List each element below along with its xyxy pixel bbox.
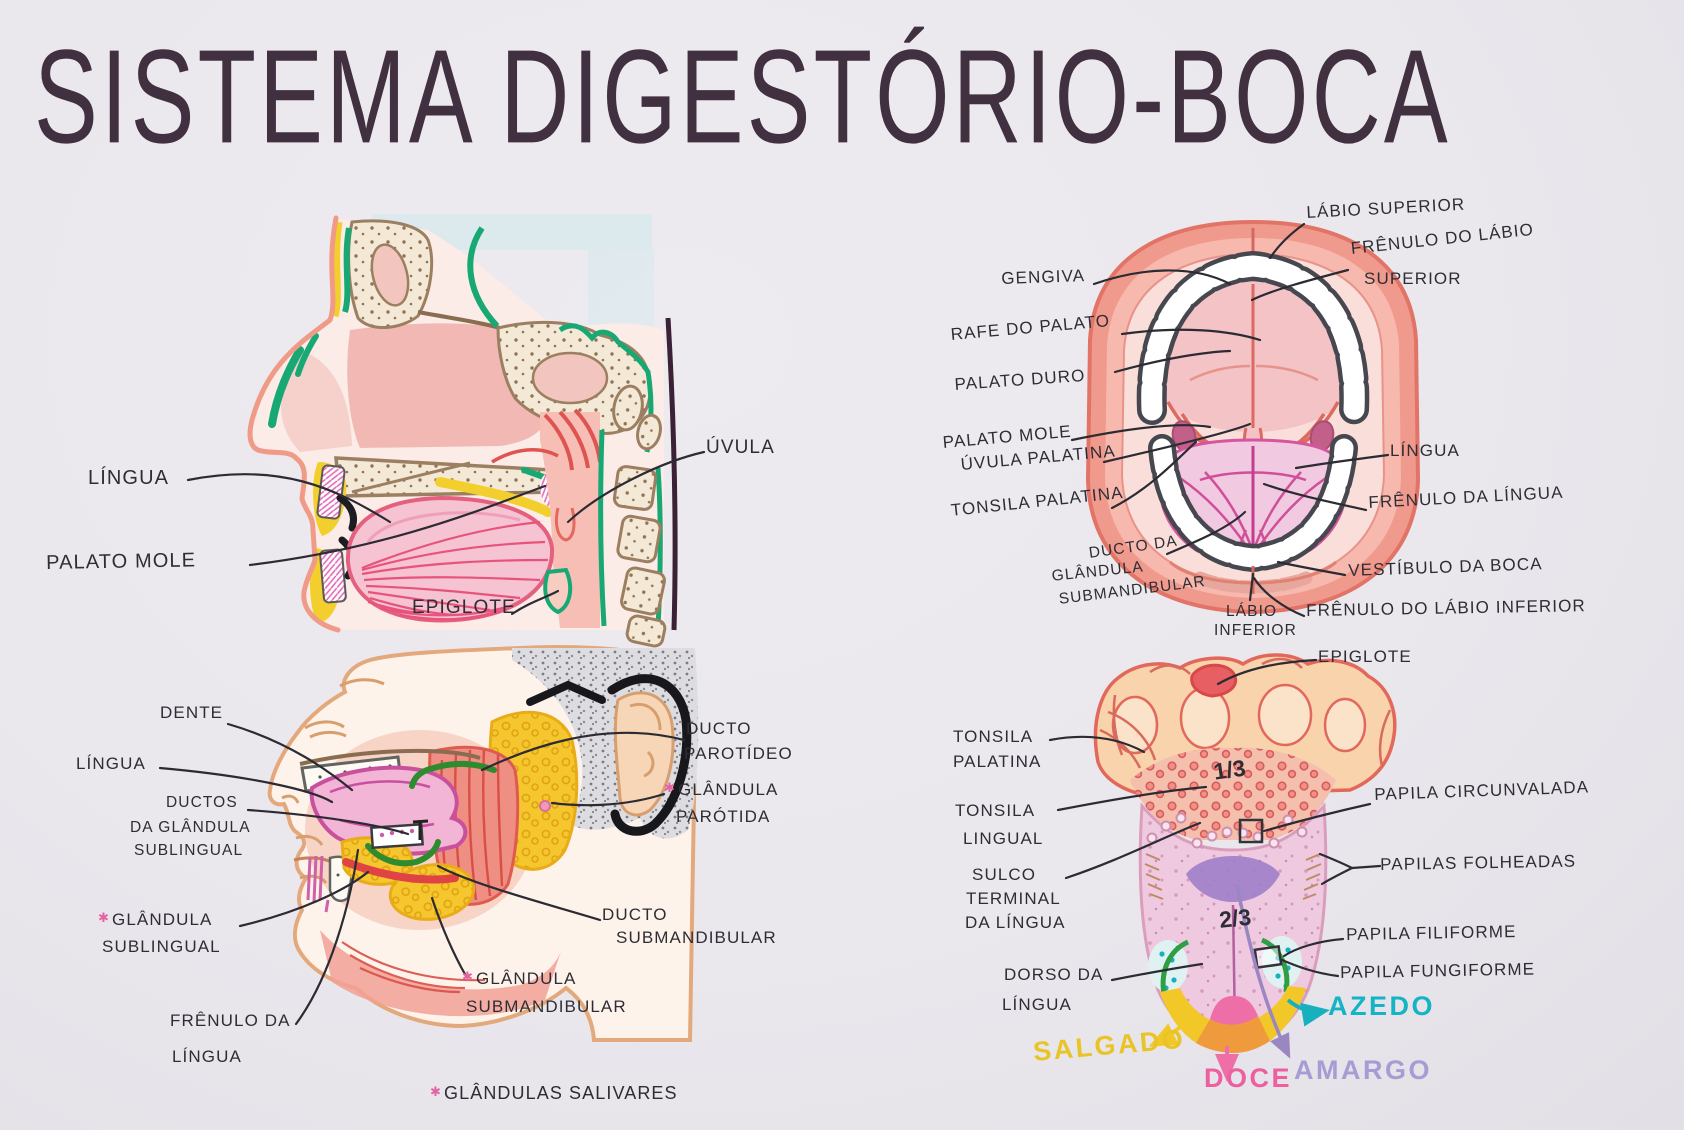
label-tongue-tonsila2: TONSILA (955, 801, 1036, 820)
label-face-ductos: DUCTOS (166, 794, 238, 811)
salty-zone (1160, 988, 1210, 1043)
sagittal-head-drawing (247, 214, 678, 648)
label-face-frenulo-lingua: LÍNGUA (172, 1047, 242, 1066)
asterisk-icon: ✱ (462, 969, 474, 984)
face-profile-outline (247, 215, 341, 633)
label-tongue-da-lingua: DA LÍNGUA (965, 913, 1066, 932)
label-head-palato-mole: PALATO MOLE (45, 549, 197, 574)
uvula-shape (554, 507, 576, 542)
ear-outline (607, 674, 692, 836)
label-face-sublingual-duct: SUBLINGUAL (134, 842, 244, 859)
tongue-fibers (361, 520, 549, 621)
label-mouth-gengiva: GENGIVA (1000, 266, 1086, 288)
label-face-ducto-sub: DUCTO (602, 905, 668, 924)
label-head-uvula: ÚVULA (706, 437, 775, 458)
label-papila-fungiforme: PAPILA FUNGIFORME (1339, 959, 1536, 982)
lower-teeth (319, 548, 347, 604)
label-face-submandibular-duct: SUBMANDIBULAR (616, 928, 777, 947)
label-taste-doce: DOCE (1204, 1063, 1293, 1093)
azedo-arrow (1286, 998, 1330, 1027)
submandibular-duct-red (342, 858, 459, 884)
inner-lip-stripes (306, 855, 330, 913)
label-papila-filiforme: PAPILA FILIFORME (1345, 922, 1517, 944)
label-tongue-epiglote: EPIGLOTE (1318, 647, 1412, 666)
label-tongue-palatina: PALATINA (953, 752, 1042, 771)
label-face-submandibular: SUBMANDIBULAR (466, 997, 627, 1016)
foliate-hatches (1144, 853, 1322, 900)
label-tongue-sulco: SULCO (972, 865, 1037, 884)
label-taste-amargo: AMARGO (1294, 1055, 1432, 1085)
amargo-arrow (1235, 884, 1291, 1059)
epiglottis-bump (1190, 663, 1237, 698)
salgado-arrow (1148, 1014, 1196, 1047)
spine-vertebrae (612, 384, 667, 648)
label-face-lingua: LÍNGUA (76, 754, 146, 773)
label-tongue-dorso-da: DORSO DA (1004, 965, 1104, 984)
label-face-sublingual: SUBLINGUAL (102, 937, 221, 956)
label-face-ducto: DUCTO (686, 719, 752, 738)
label-face-parotideo: PAROTÍDEO (684, 744, 793, 763)
label-face-parotida: PARÓTIDA (676, 807, 771, 826)
open-mouth-drawing (1085, 219, 1421, 615)
label-tongue-tonsila: TONSILA (953, 727, 1034, 746)
label-taste-azedo: AZEDO (1328, 991, 1435, 1021)
eustachian-curve (467, 226, 500, 329)
label-tongue-terminal: TERMINAL (966, 889, 1061, 908)
poster-title: SISTEMA DIGESTÓRIO-BOCA (34, 23, 1451, 172)
parotid-duct-green (409, 760, 497, 789)
label-head-epiglote: EPIGLOTE (412, 597, 516, 618)
label-face-glandula-sublingual: ✱GLÂNDULA (98, 910, 213, 929)
label-glandulas-salivares: ✱GLÂNDULAS SALIVARES (430, 1083, 678, 1103)
label-mouth-lingua: LÍNGUA (1390, 441, 1460, 460)
tip-pink-zone (1210, 996, 1258, 1025)
leader-lines (158, 222, 1390, 1026)
label-tongue-lingual: LINGUAL (963, 829, 1044, 848)
label-face-glandula-parotida: ✱GLÂNDULA (664, 780, 779, 799)
label-face-dente: DENTE (160, 703, 224, 722)
label-mouth-inferior: INFERIOR (1214, 622, 1297, 639)
posterior-line (665, 317, 678, 631)
label-mouth-labio: LÁBIO (1226, 603, 1278, 620)
filiform-box (1253, 945, 1283, 969)
label-fraction-posterior: 1/3 (1211, 754, 1248, 785)
asterisk-icon: ✱ (98, 910, 110, 925)
label-head-lingua: LÍNGUA (88, 467, 170, 489)
label-face-da-glandula: DA GLÂNDULA (130, 819, 251, 836)
label-mouth-frenulo-superior: SUPERIOR (1364, 269, 1462, 288)
label-papilas-folheadas: PAPILAS FOLHEADAS (1379, 851, 1577, 874)
asterisk-icon: ✱ (430, 1084, 442, 1099)
sulcus-terminal-purple (1186, 856, 1280, 902)
facial-features (281, 678, 385, 884)
label-face-glandula-sub: ✱GLÂNDULA (462, 969, 577, 988)
tongue-dorsum-drawing (1093, 653, 1397, 1082)
label-tongue-dorso-lingua: LÍNGUA (1002, 995, 1072, 1014)
label-fraction-anterior: 2/3 (1217, 903, 1253, 933)
circumvallate-box (1238, 818, 1264, 844)
sublingual-ducts-box (370, 822, 424, 850)
asterisk-icon: ✱ (664, 780, 676, 795)
salivary-face-drawing (267, 645, 699, 1042)
submandibular-duct-green (365, 839, 441, 867)
label-face-frenulo-da: FRÊNULO DA (170, 1011, 291, 1030)
tip-orange-zone (1196, 1016, 1270, 1053)
